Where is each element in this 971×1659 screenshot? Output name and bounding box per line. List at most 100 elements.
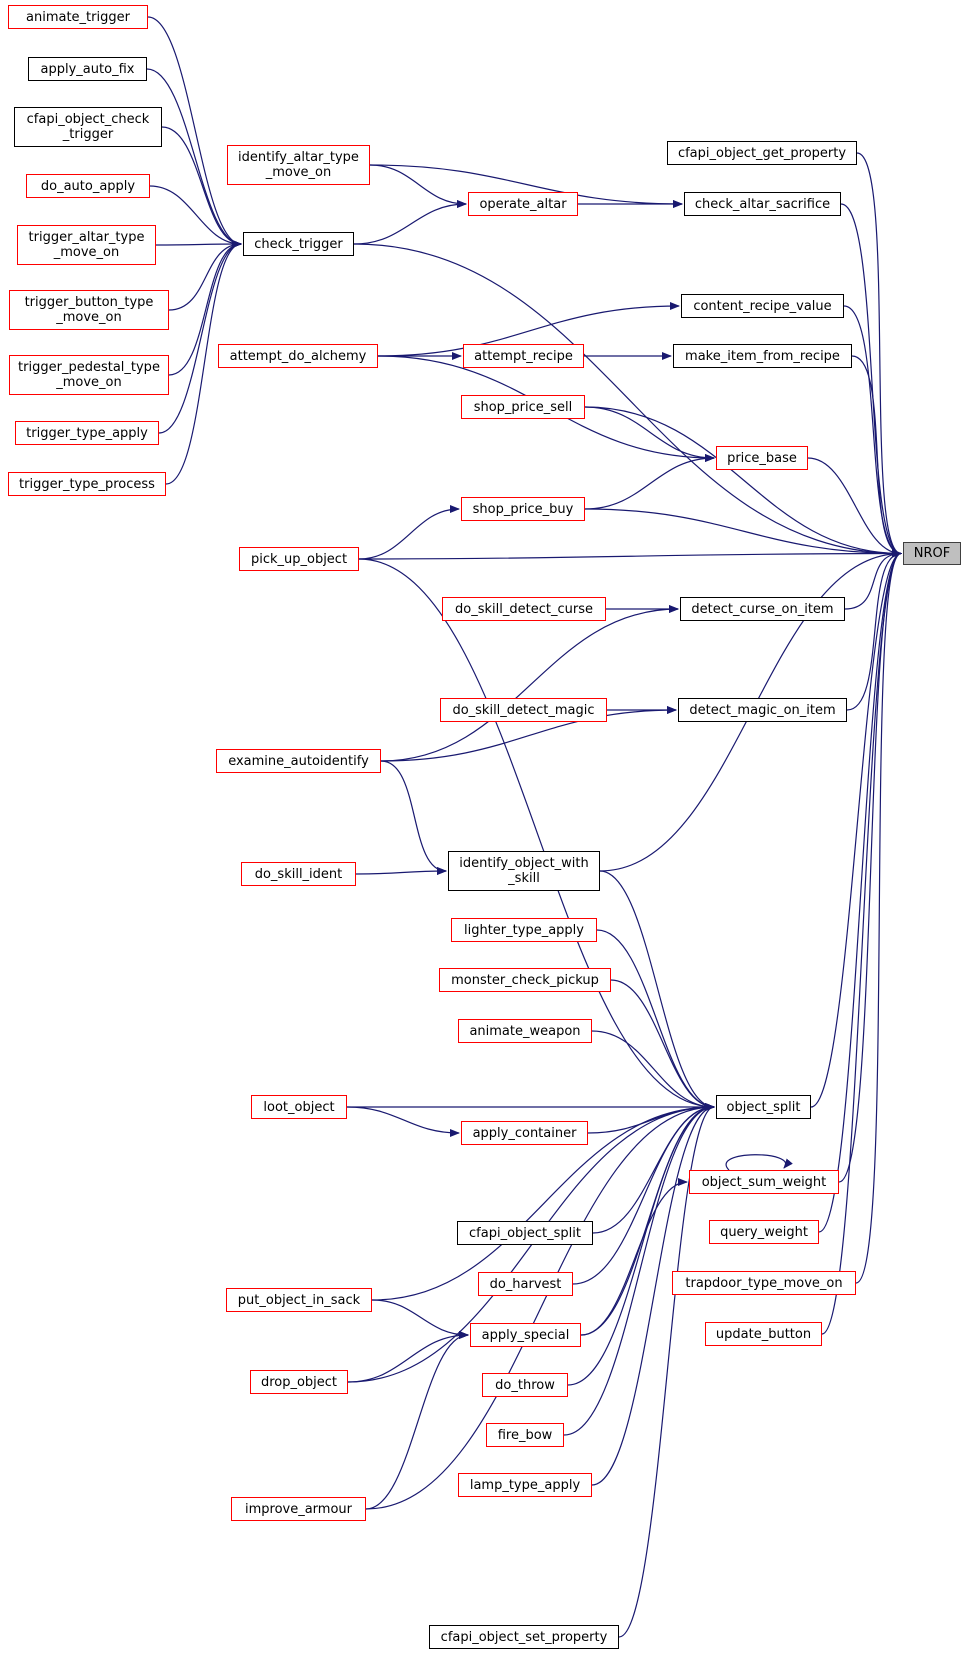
node-label: _move_on [265, 165, 332, 180]
node-label: identify_altar_type [238, 150, 359, 165]
node-label: drop_object [260, 1374, 338, 1390]
node-label: do_skill_detect_magic [452, 702, 595, 718]
node-update-button[interactable]: update_button [705, 1322, 822, 1346]
node-object-split: object_split [716, 1095, 811, 1119]
node-trigger-pedestal-type-move-on[interactable]: trigger_pedestal_type_move_on [9, 355, 169, 395]
edge-attempt_do_alchemy-to-content_recipe_value [377, 302, 680, 357]
node-label: monster_check_pickup [451, 972, 599, 988]
edge-check_trigger-to-operate_altar [353, 200, 467, 245]
node-loot-object[interactable]: loot_object [251, 1095, 347, 1119]
node-label: shop_price_sell [473, 399, 573, 415]
edge-trigger_button_type_move_on-to-check_trigger [168, 240, 242, 311]
node-label: animate_weapon [469, 1023, 581, 1039]
node-animate-weapon[interactable]: animate_weapon [458, 1019, 592, 1043]
node-pick-up-object[interactable]: pick_up_object [239, 547, 359, 571]
edge-query_weight-to-NROF [818, 549, 902, 1233]
node-label: trigger_pedestal_type [18, 360, 160, 375]
node-do-auto-apply[interactable]: do_auto_apply [26, 174, 150, 198]
edge-update_button-to-NROF [821, 549, 902, 1335]
node-lighter-type-apply[interactable]: lighter_type_apply [451, 918, 597, 942]
node-label: NROF [913, 546, 951, 561]
node-label: trigger_type_process [19, 476, 155, 492]
node-attempt-recipe[interactable]: attempt_recipe [463, 344, 584, 368]
node-label: lamp_type_apply [469, 1477, 581, 1493]
node-label: update_button [715, 1326, 812, 1342]
node-trigger-button-type-move-on[interactable]: trigger_button_type_move_on [9, 290, 169, 330]
edge-pick_up_object-to-NROF [358, 549, 902, 560]
edge-examine_autoidentify-to-detect_magic_on_item [380, 706, 677, 762]
edge-trapdoor_type_move_on-to-NROF [855, 549, 902, 1284]
node-apply-container[interactable]: apply_container [461, 1121, 588, 1145]
node-label: cfapi_object_split [469, 1225, 581, 1241]
node-attempt-do-alchemy[interactable]: attempt_do_alchemy [218, 344, 378, 368]
edge-put_object_in_sack-to-apply_special [371, 1299, 469, 1339]
node-label: do_auto_apply [40, 178, 136, 194]
node-lamp-type-apply[interactable]: lamp_type_apply [458, 1473, 592, 1497]
node-drop-object[interactable]: drop_object [250, 1370, 348, 1394]
node-trigger-type-process[interactable]: trigger_type_process [8, 472, 166, 496]
node-label: _skill [508, 871, 540, 886]
node-improve-armour[interactable]: improve_armour [231, 1497, 366, 1521]
edge-drop_object-to-apply_special [347, 1331, 469, 1383]
node-do-skill-ident[interactable]: do_skill_ident [241, 862, 356, 886]
node-label: check_trigger [254, 236, 343, 252]
node-animate-trigger[interactable]: animate_trigger [8, 5, 148, 29]
edge-object_sum_weight-to-object_sum_weight [725, 1154, 793, 1171]
node-object-sum-weight[interactable]: object_sum_weight [689, 1170, 839, 1194]
node-label: do_harvest [489, 1276, 562, 1292]
node-identify-object-with-skill: identify_object_with_skill [448, 851, 600, 891]
edge-check_trigger-to-NROF [353, 243, 902, 558]
node-shop-price-sell[interactable]: shop_price_sell [461, 395, 585, 419]
edge-identify_object_with_skill-to-object_split [599, 870, 715, 1111]
node-price-base[interactable]: price_base [716, 446, 808, 470]
node-label: loot_object [263, 1099, 335, 1115]
node-label: cfapi_object_set_property [440, 1629, 608, 1645]
node-label: cfapi_object_check [26, 112, 150, 127]
node-label: apply_auto_fix [40, 61, 135, 77]
node-label: identify_object_with [459, 856, 589, 871]
edge-shop_price_buy-to-NROF [584, 508, 902, 558]
node-shop-price-buy[interactable]: shop_price_buy [461, 497, 585, 521]
node-do-skill-detect-magic[interactable]: do_skill_detect_magic [440, 698, 607, 722]
edge-put_object_in_sack-to-object_split [371, 1103, 715, 1301]
edge-detect_magic_on_item-to-NROF [846, 549, 902, 711]
node-label: apply_container [472, 1125, 577, 1141]
node-label: lighter_type_apply [464, 922, 584, 938]
node-label: improve_armour [244, 1501, 352, 1517]
edge-identify_altar_type_move_on-to-check_altar_sacrifice [369, 164, 683, 208]
node-label: trapdoor_type_move_on [685, 1275, 843, 1291]
node-query-weight[interactable]: query_weight [709, 1220, 819, 1244]
node-trigger-type-apply[interactable]: trigger_type_apply [15, 421, 159, 445]
edge-make_item_from_recipe-to-NROF [851, 355, 902, 558]
node-fire-bow[interactable]: fire_bow [486, 1423, 564, 1447]
edge-shop_price_sell-to-NROF [584, 406, 902, 558]
node-label: shop_price_buy [472, 501, 574, 517]
edge-examine_autoidentify-to-detect_curse_on_item [380, 605, 679, 762]
node-trigger-altar-type-move-on[interactable]: trigger_altar_type_move_on [17, 225, 156, 265]
edge-object_sum_weight-to-NROF [838, 549, 902, 1183]
node-trapdoor-type-move-on[interactable]: trapdoor_type_move_on [672, 1271, 856, 1295]
edge-trigger_type_apply-to-check_trigger [158, 240, 242, 434]
node-do-throw[interactable]: do_throw [482, 1373, 568, 1397]
edge-improve_armour-to-object_split [365, 1103, 715, 1510]
edge-pick_up_object-to-object_split [358, 558, 715, 1111]
node-label: do_skill_ident [254, 866, 343, 882]
node-identify-altar-type-move-on[interactable]: identify_altar_type_move_on [227, 145, 370, 185]
node-put-object-in-sack[interactable]: put_object_in_sack [226, 1288, 372, 1312]
node-label: do_skill_detect_curse [455, 601, 593, 617]
node-cfapi-object-set-property: cfapi_object_set_property [429, 1625, 619, 1649]
node-label: cfapi_object_get_property [677, 145, 847, 161]
node-label: operate_altar [479, 196, 567, 212]
edge-apply_special-to-object_split [580, 1103, 715, 1336]
node-do-skill-detect-curse[interactable]: do_skill_detect_curse [442, 597, 606, 621]
node-label: query_weight [720, 1224, 808, 1240]
node-examine-autoidentify[interactable]: examine_autoidentify [216, 749, 381, 773]
node-do-harvest[interactable]: do_harvest [478, 1272, 573, 1296]
node-apply-special[interactable]: apply_special [470, 1323, 581, 1347]
node-monster-check-pickup[interactable]: monster_check_pickup [439, 968, 611, 992]
edge-improve_armour-to-apply_special [365, 1331, 469, 1510]
node-label: trigger_button_type [24, 295, 154, 310]
node-operate-altar[interactable]: operate_altar [468, 192, 578, 216]
edge-content_recipe_value-to-NROF [843, 305, 902, 558]
